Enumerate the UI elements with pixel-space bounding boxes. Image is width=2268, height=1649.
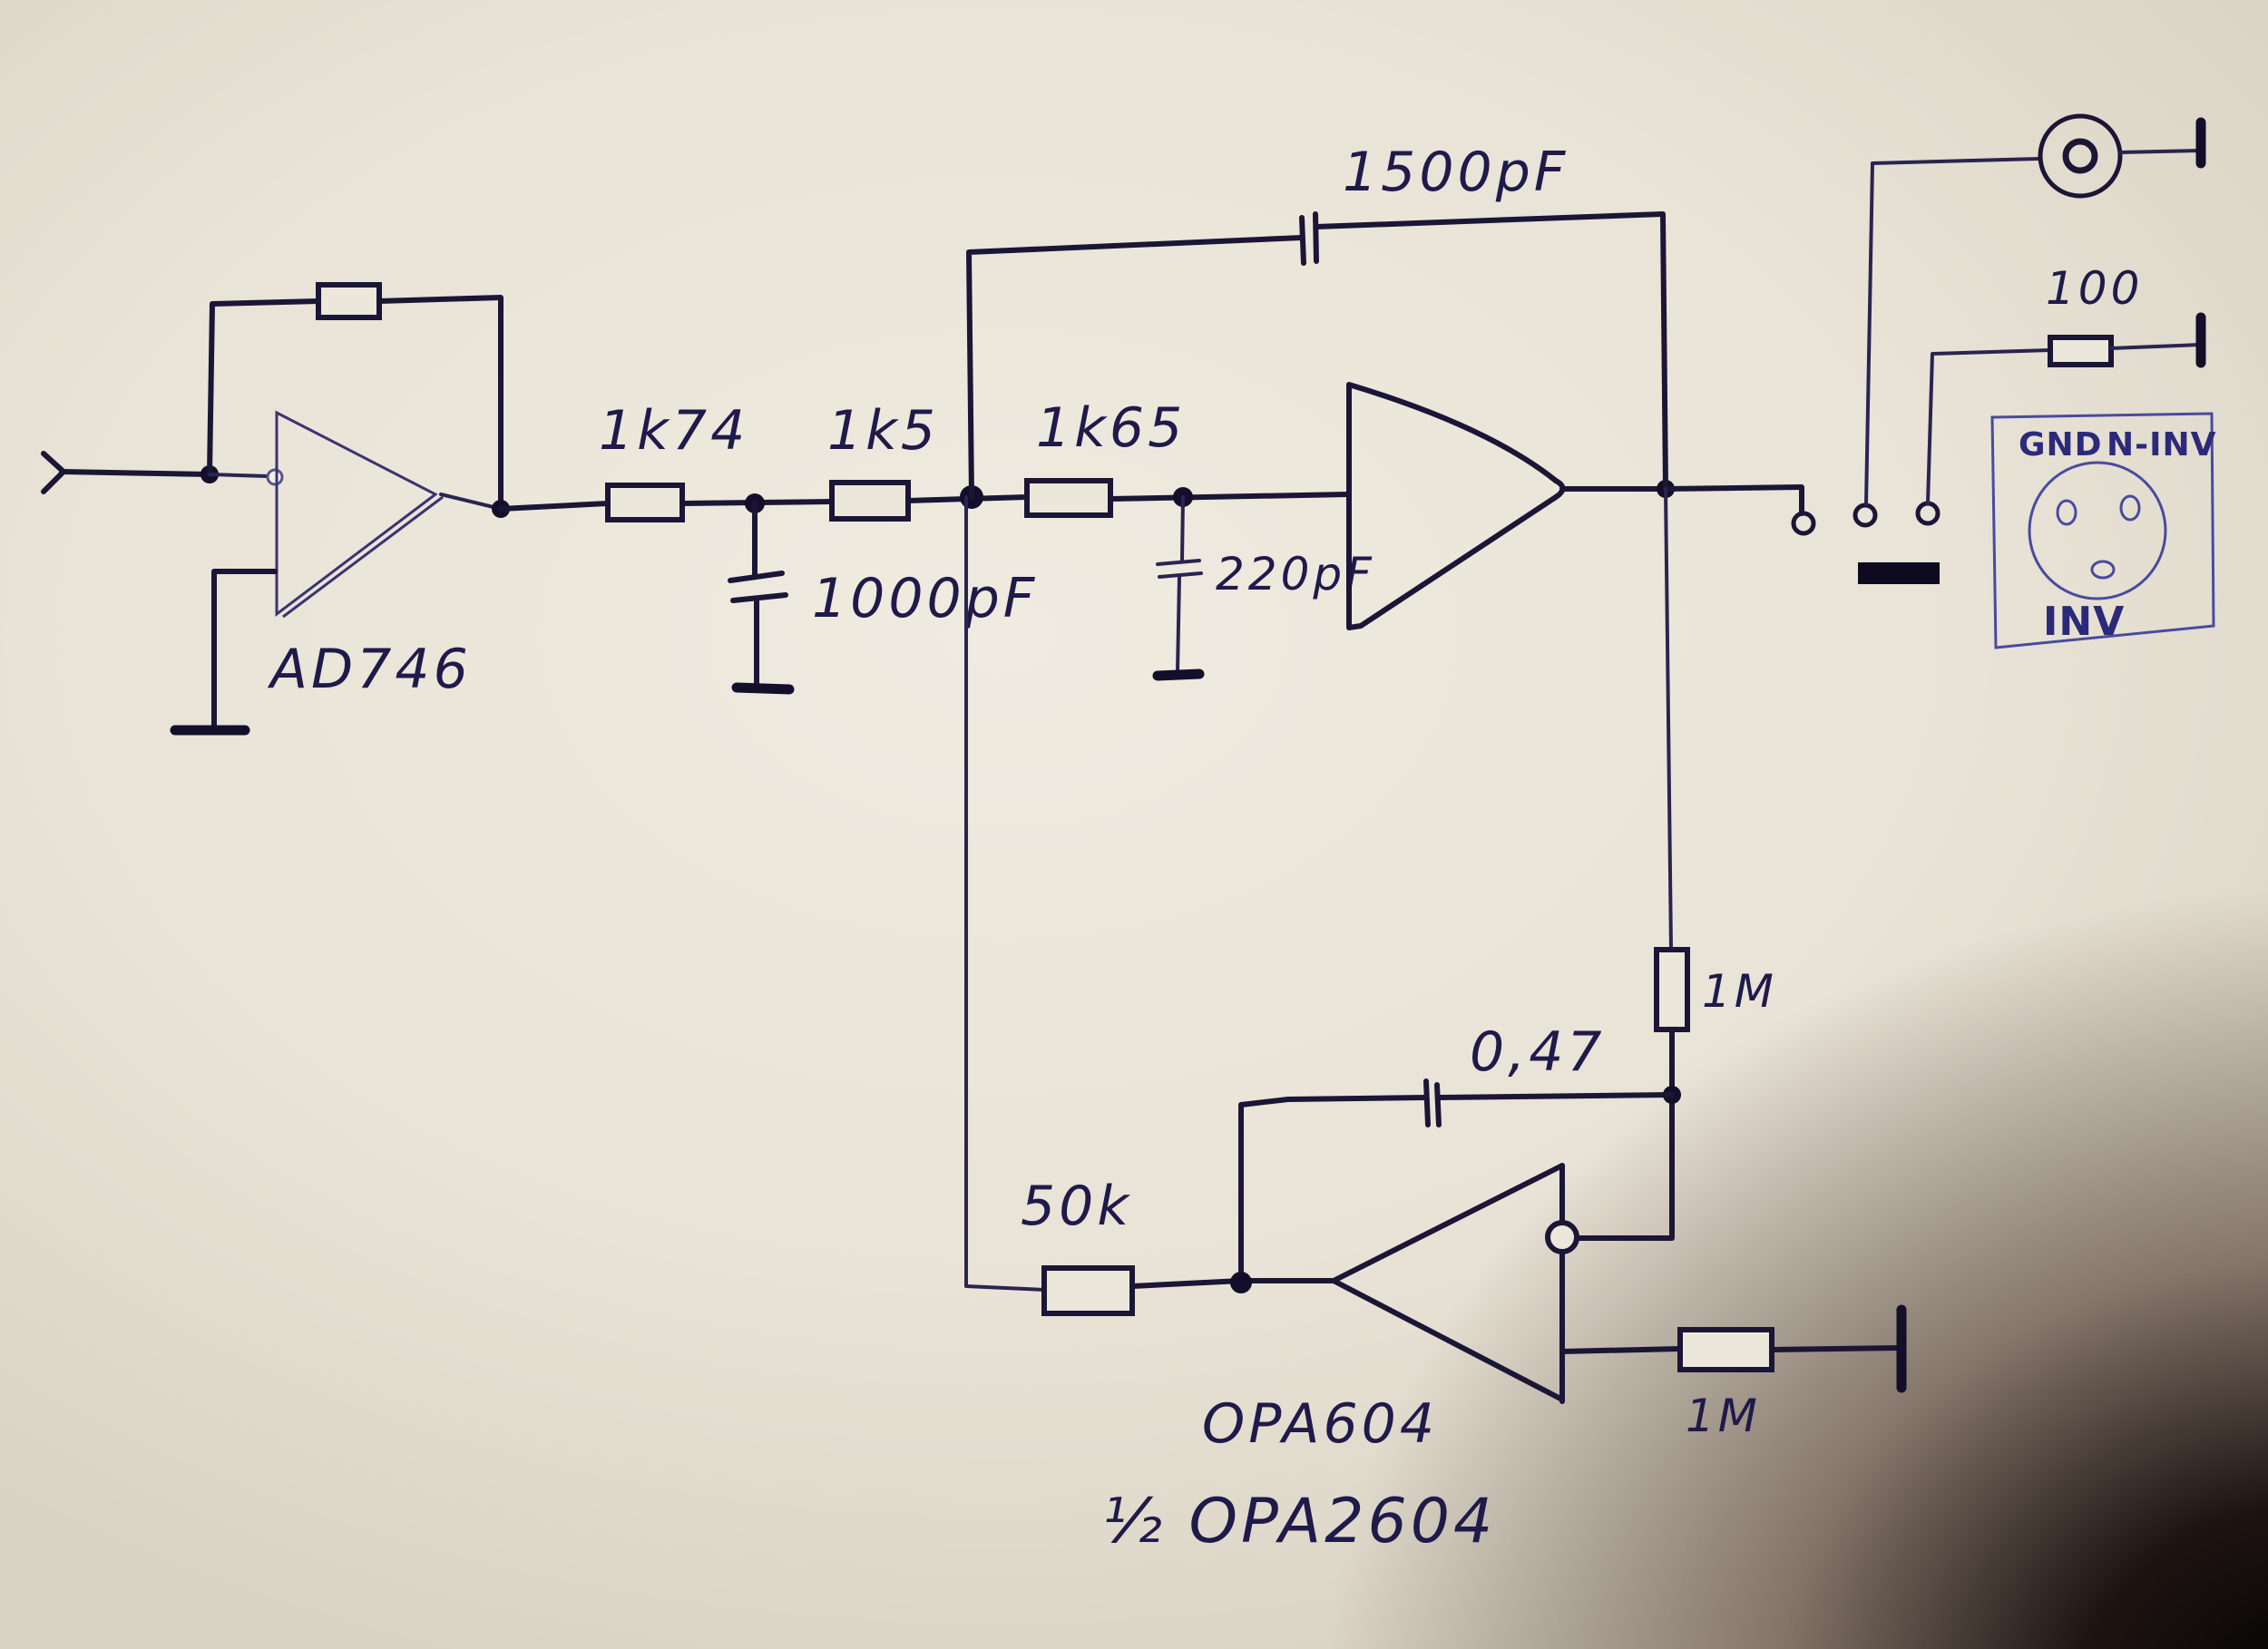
resistor-1k5-label: 1k5 xyxy=(827,399,939,463)
wire xyxy=(498,501,611,512)
input-opamp-symbol xyxy=(275,410,444,619)
capacitor-220pf xyxy=(1156,495,1203,673)
input-arrow-icon xyxy=(41,451,212,494)
wire xyxy=(1926,348,2052,505)
inverting-output-bubble xyxy=(1545,1220,1579,1254)
wire xyxy=(1769,1345,1904,1352)
resistor-1m-servo-feedback xyxy=(1654,947,1690,1032)
non-inverting-input-wire xyxy=(211,569,278,733)
wire xyxy=(1435,1092,1675,1100)
resistor-1k74-label: 1k74 xyxy=(599,399,748,463)
main-opamp-symbol xyxy=(1346,382,1566,630)
capacitor-220pf-label: 220pF xyxy=(1216,548,1375,600)
resistor-50k-label: 50k xyxy=(1021,1175,1132,1238)
jack-pin-2 xyxy=(1853,503,1878,528)
bnc-connector-icon xyxy=(2038,113,2123,199)
inverting-input-wire xyxy=(208,473,269,478)
inverting-input-bubble xyxy=(266,468,284,486)
jack-pin-1 xyxy=(1791,511,1816,536)
resistor-1k5 xyxy=(829,480,911,522)
servo-opamp-note: ½ OPA2604 xyxy=(1102,1486,1496,1557)
resistor-1k65 xyxy=(1024,478,1113,518)
servo-opamp-label: OPA604 xyxy=(1202,1392,1438,1456)
servo-opamp-symbol xyxy=(1331,1163,1565,1404)
input-feedback-loop xyxy=(207,282,503,512)
output-wire xyxy=(1663,484,1804,516)
bnc-center-pin xyxy=(2062,138,2098,174)
xlr-connector-diagram xyxy=(1990,412,2215,649)
capacitor-plate xyxy=(1423,1078,1431,1127)
xlr-pin-gnd-label: GND xyxy=(2019,426,2103,463)
wire xyxy=(1559,1346,1683,1354)
resistor-1m-ground xyxy=(1677,1327,1774,1372)
wire xyxy=(1238,1095,1429,1283)
resistor-100-label: 100 xyxy=(2046,262,2143,315)
feedback-resistor xyxy=(316,282,382,320)
ground-symbol-icon xyxy=(731,682,795,695)
feedback-wire xyxy=(1314,211,1668,492)
resistor-1k65-label: 1k65 xyxy=(1036,396,1186,460)
ground-symbol-icon xyxy=(1152,668,1205,681)
capacitor-plate xyxy=(1299,215,1306,266)
capacitor-1000pf xyxy=(728,501,788,688)
resistor-1m-servo-feedback-label: 1M xyxy=(1702,965,1777,1018)
capacitor-plate xyxy=(1434,1082,1442,1127)
wire xyxy=(1108,492,1351,502)
jack-pin-3 xyxy=(1915,501,1941,526)
resistor-1m-ground-label: 1M xyxy=(1686,1390,1761,1442)
resistor-50k xyxy=(1041,1265,1135,1316)
feedback-wire xyxy=(966,235,1305,500)
wire xyxy=(2118,149,2203,154)
switch-bar xyxy=(1858,562,1940,584)
capacitor-0-47-label: 0,47 xyxy=(1470,1020,1606,1084)
servo-sense-wire xyxy=(1664,487,1673,951)
resistor-100 xyxy=(2048,335,2114,367)
capacitor-plate xyxy=(1313,211,1319,264)
junction-node xyxy=(1230,1272,1252,1293)
wire xyxy=(1864,157,2041,506)
input-opamp-label: AD746 xyxy=(267,638,472,701)
input-opamp-output-wire xyxy=(439,493,503,511)
xlr-pin-inv-label: INV xyxy=(2043,599,2125,645)
servo-input-wire xyxy=(964,495,1046,1292)
capacitor-1000pf-label: 1000pF xyxy=(812,567,1038,630)
resistor-1k74 xyxy=(605,483,685,522)
capacitor-1500pf-label: 1500pF xyxy=(1343,141,1569,204)
wire xyxy=(2109,343,2203,350)
xlr-pin-ninv-label: N-INV xyxy=(2107,426,2216,463)
